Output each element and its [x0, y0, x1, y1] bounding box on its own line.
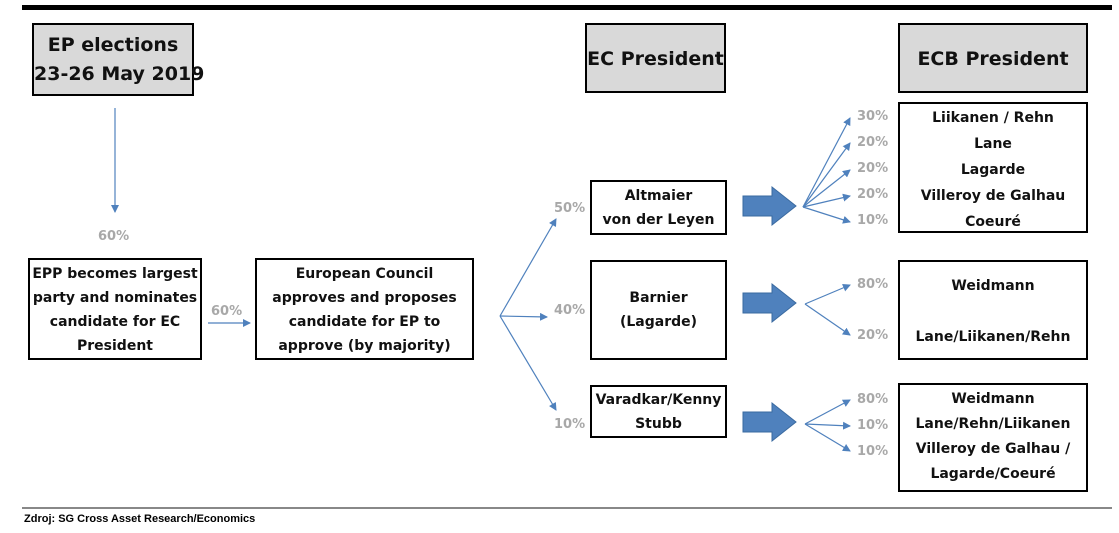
pct-ecb-3-1: 80%	[857, 392, 889, 407]
ecb-1-name-1: Liikanen / Rehn	[932, 110, 1054, 126]
ecb-2-name-1: Weidmann	[951, 278, 1035, 294]
block-arrow-1	[742, 185, 797, 227]
pct-ec-candidate-2: 40%	[554, 303, 586, 318]
ecb-3-name-3: Villeroy de Galhau /	[915, 441, 1071, 457]
ec-candidate-2-line-2: (Lagarde)	[619, 314, 698, 330]
ec-candidate-2-line-1: Barnier	[629, 290, 688, 306]
pct-ecb-2-1: 80%	[857, 277, 889, 292]
bottom-rule	[22, 507, 1112, 509]
block-arrow-3	[742, 401, 797, 443]
pct-ecb-1-1: 30%	[857, 109, 889, 124]
ep-elections-line-1: EP elections	[47, 34, 179, 56]
council-line-3: candidate for EP to	[288, 314, 441, 330]
arrow-council-to-ec2	[499, 312, 548, 321]
epp-line-4: President	[77, 338, 153, 354]
ecb-1-name-2: Lane	[974, 136, 1012, 152]
source-note: Zdroj: SG Cross Asset Research/Economics	[24, 513, 256, 525]
pct-ec-candidate-3: 10%	[554, 417, 586, 432]
council-box: European Council approves and proposes c…	[255, 258, 474, 360]
ec-president-title: EC President	[587, 48, 724, 70]
pct-ecb-1-4: 20%	[857, 187, 889, 202]
pct-elections-to-epp: 60%	[98, 229, 130, 244]
block-arrow-2	[742, 282, 797, 324]
ecb-3-name-2: Lane/Rehn/Liikanen	[915, 416, 1071, 432]
ecb-1-name-4: Villeroy de Galhau	[920, 188, 1066, 204]
pct-ecb-1-3: 20%	[857, 161, 889, 176]
council-line-4: approve (by majority)	[278, 338, 451, 354]
ecb-3-name-1: Weidmann	[951, 391, 1035, 407]
pct-ecb-1-5: 10%	[857, 213, 889, 228]
pct-ecb-2-2: 20%	[857, 328, 889, 343]
ec-candidate-3-line-2: Stubb	[635, 416, 682, 432]
ec-president-header: EC President	[585, 23, 726, 93]
council-line-2: approves and proposes	[272, 290, 457, 306]
pct-ecb-3-3: 10%	[857, 444, 889, 459]
pct-ec-candidate-1: 50%	[554, 201, 586, 216]
ec-candidate-box-1: Altmaier von der Leyen	[590, 180, 727, 235]
ecb-1-name-3: Lagarde	[960, 162, 1026, 178]
pct-ecb-3-2: 10%	[857, 418, 889, 433]
ec-candidate-3-line-1: Varadkar/Kenny	[595, 392, 722, 408]
ep-elections-line-2: 23-26 May 2019	[34, 63, 205, 85]
ec-candidate-box-3: Varadkar/Kenny Stubb	[590, 385, 727, 438]
ecb-1-name-5: Coeuré	[965, 214, 1021, 230]
ecb-3-name-4: Lagarde/Coeuré	[930, 466, 1056, 482]
ep-elections-box: EP elections 23-26 May 2019	[32, 23, 205, 96]
pct-epp-to-council: 60%	[211, 304, 243, 319]
ecb-president-title: ECB President	[917, 48, 1069, 70]
pct-ecb-1-2: 20%	[857, 135, 889, 150]
ec-candidate-box-2: Barnier (Lagarde)	[590, 260, 727, 360]
ecb-outcome-box-2: Weidmann Lane/Liikanen/Rehn	[898, 260, 1088, 360]
ecb-2-name-2: Lane/Liikanen/Rehn	[915, 329, 1071, 345]
epp-line-1: EPP becomes largest	[32, 266, 198, 282]
arrow-council-to-ec1	[499, 218, 557, 317]
epp-box: EPP becomes largest party and nominates …	[28, 258, 202, 360]
ec-candidate-1-line-2: von der Leyen	[602, 212, 715, 228]
ecb-outcome-box-3: Weidmann Lane/Rehn/Liikanen Villeroy de …	[898, 383, 1088, 492]
arrow-council-to-ec3	[499, 315, 557, 411]
epp-line-3: candidate for EC	[49, 314, 181, 330]
epp-line-2: party and nominates	[32, 290, 198, 306]
ecb-president-header: ECB President	[898, 23, 1088, 93]
ecb-outcome-box-1: Liikanen / Rehn Lane Lagarde Villeroy de…	[898, 102, 1088, 233]
ec-candidate-1-line-1: Altmaier	[624, 188, 693, 204]
top-rule	[22, 5, 1112, 10]
council-line-1: European Council	[295, 266, 434, 282]
